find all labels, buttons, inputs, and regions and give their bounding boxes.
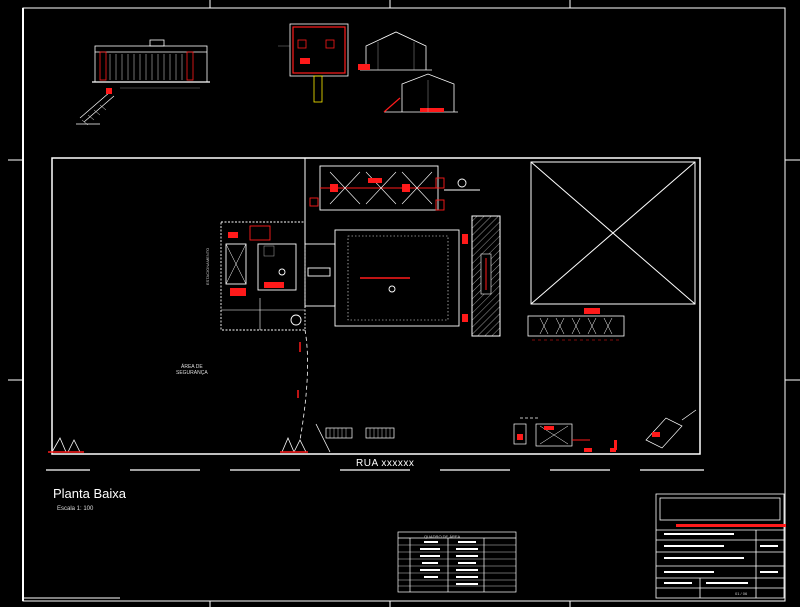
driveway-path xyxy=(297,329,331,453)
hatched-ramp xyxy=(471,215,501,337)
area-table xyxy=(397,531,517,593)
main-hall xyxy=(334,229,468,327)
sheet-frame xyxy=(8,0,800,607)
guardhouse-plan-detail xyxy=(278,23,349,103)
office-block-left xyxy=(220,221,306,331)
lot-boundary xyxy=(51,157,701,455)
open-square-crossed xyxy=(530,161,696,305)
parking-row xyxy=(527,308,625,341)
safety-area-label: ÁREA DE SEGURANÇA xyxy=(176,364,208,376)
section-detail-bottom xyxy=(383,73,458,113)
area-table-title: QUADRO DE ÁREA xyxy=(424,534,461,539)
entry-gate-markers xyxy=(48,436,308,453)
stair-detail xyxy=(76,88,115,126)
drawing-title: Planta Baixa xyxy=(53,486,126,501)
drawing-scale: Escala 1: 100 xyxy=(57,506,94,512)
red-markers xyxy=(584,440,617,452)
side-label: ESTACIONAMENTO xyxy=(205,247,210,285)
street-label: RUA xxxxxx xyxy=(356,458,415,469)
section-detail-top xyxy=(358,31,432,71)
title-block xyxy=(655,493,786,599)
front-fence-elements xyxy=(325,409,697,449)
sheet-number: 01 / 06 xyxy=(735,591,748,596)
elevation-detail-long xyxy=(92,39,210,89)
warehouse-building-top xyxy=(309,165,480,211)
